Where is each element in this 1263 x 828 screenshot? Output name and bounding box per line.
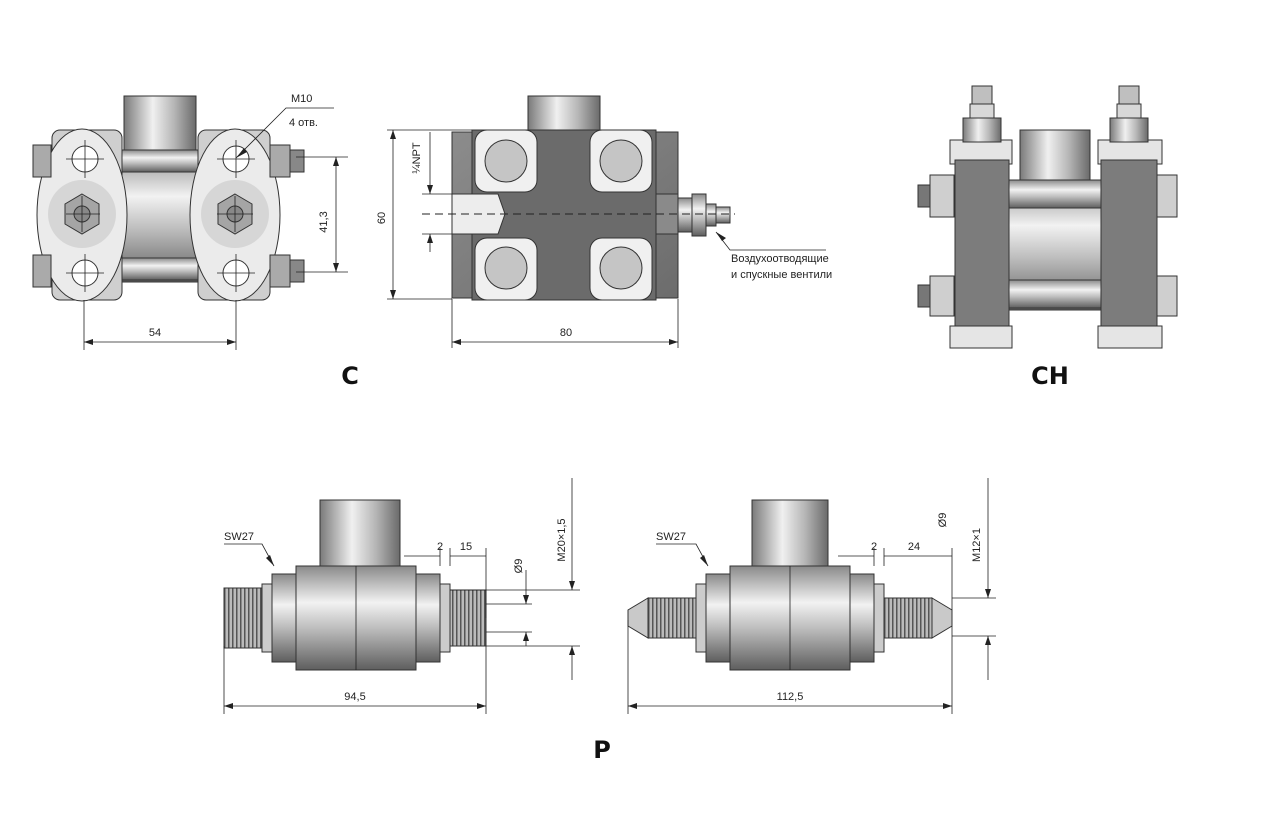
label-holes: 4 отв. <box>289 117 318 129</box>
dim-npt <box>422 132 452 252</box>
label-vent-2: и спускные вентили <box>731 269 832 281</box>
p-left-dim-b: 15 <box>460 541 472 553</box>
p-left-dim-thread: M20×1,5 <box>556 518 568 561</box>
dim-41-3 <box>296 156 348 273</box>
view-ch <box>917 85 1178 349</box>
p-left-dims <box>223 478 580 714</box>
dim-60 <box>387 129 472 300</box>
p-right-dims <box>627 478 996 714</box>
dim-npt-label: ¼NPT <box>411 142 423 173</box>
dim-80 <box>451 299 679 348</box>
dim-54 <box>83 300 237 350</box>
view-c-side <box>422 95 826 301</box>
p-right-wrench: SW27 <box>656 531 686 543</box>
caption-p: P <box>593 736 611 764</box>
p-right-dim-a: 2 <box>871 541 877 553</box>
dim-54-label: 54 <box>149 327 161 339</box>
caption-ch: CH <box>1031 362 1069 390</box>
dim-80-label: 80 <box>560 327 572 339</box>
p-right-dim-b: 24 <box>908 541 920 553</box>
p-right-dim-thread: M12×1 <box>971 528 983 562</box>
p-left-dim-a: 2 <box>437 541 443 553</box>
p-left-wrench: SW27 <box>224 531 254 543</box>
caption-c: C <box>341 362 359 390</box>
dim-60-label: 60 <box>376 212 388 224</box>
p-left-dim-bore: Ø9 <box>513 559 525 574</box>
view-p-left <box>223 499 487 671</box>
p-left-dim-length: 94,5 <box>344 691 365 703</box>
label-vent-1: Воздухоотводящие <box>731 253 829 265</box>
p-right-dim-length: 112,5 <box>777 691 804 703</box>
label-m10: M10 <box>291 93 312 105</box>
view-c-front <box>32 95 334 302</box>
p-right-dim-bore: Ø9 <box>937 513 949 528</box>
dim-41-3-label: 41,3 <box>318 211 330 232</box>
view-p-right <box>627 499 953 671</box>
